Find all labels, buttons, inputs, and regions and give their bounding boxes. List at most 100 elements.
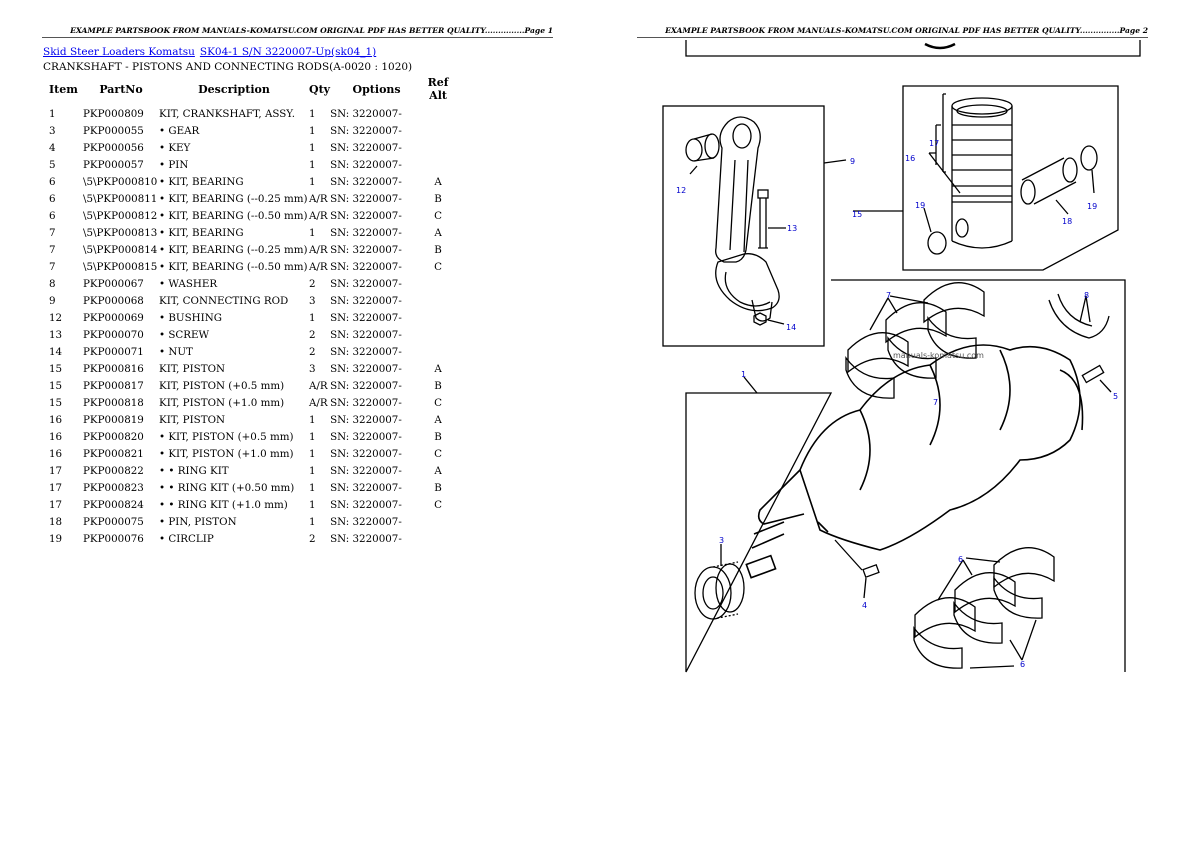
cell-options: SN: 3220007- [330, 448, 402, 460]
cell-description: • KIT, BEARING (--0.50 mm) [159, 261, 308, 273]
cell-ref-alt: A [434, 414, 442, 426]
cell-options: SN: 3220007- [330, 108, 402, 120]
cell-item: 16 [49, 414, 63, 426]
crank-bearing-icon [913, 547, 1055, 669]
cell-partno: PKP000809 [83, 108, 144, 120]
cell-partno: \5\PKP000813 [83, 227, 158, 239]
cell-partno: \5\PKP000811 [83, 193, 158, 205]
cell-partno: PKP000057 [83, 159, 144, 171]
cell-description: • • RING KIT [159, 465, 229, 477]
cell-qty: 1 [309, 516, 316, 528]
cell-partno: PKP000822 [83, 465, 144, 477]
column-header-item: Item [49, 82, 78, 96]
cell-qty: A/R [309, 261, 328, 273]
cell-ref-alt: C [434, 210, 442, 222]
cell-partno: PKP000817 [83, 380, 144, 392]
cell-description: • KIT, BEARING [159, 227, 244, 239]
cell-partno: PKP000070 [83, 329, 144, 341]
cell-options: SN: 3220007- [330, 329, 402, 341]
nut-icon [753, 312, 785, 326]
cell-item: 5 [49, 159, 56, 171]
cell-qty: A/R [309, 193, 328, 205]
cell-options: SN: 3220007- [330, 142, 402, 154]
cell-options: SN: 3220007- [330, 261, 402, 273]
cell-options: SN: 3220007- [330, 397, 402, 409]
cell-ref-alt: B [434, 431, 442, 443]
cell-item: 19 [49, 533, 63, 545]
cell-description: KIT, CONNECTING ROD [159, 295, 289, 307]
cell-options: SN: 3220007- [330, 159, 402, 171]
table-row: 7\5\PKP000814• KIT, BEARING (--0.25 mm)A… [43, 242, 453, 259]
column-header-qty: Qty [309, 82, 331, 96]
cell-qty: 1 [309, 482, 316, 494]
cell-item: 17 [49, 499, 63, 511]
cell-partno: PKP000818 [83, 397, 144, 409]
cell-ref-alt: A [434, 176, 442, 188]
cell-qty: 3 [309, 363, 316, 375]
cell-qty: 1 [309, 465, 316, 477]
cell-ref-alt: A [434, 227, 442, 239]
column-header-description: Description [198, 82, 270, 96]
breadcrumb-link-model[interactable]: SK04-1 S/N 3220007-Up(sk04_1) [199, 46, 377, 58]
cell-item: 1 [49, 108, 56, 120]
callout-9: 9 [850, 157, 855, 166]
callout-12: 12 [676, 186, 686, 195]
cell-item: 14 [49, 346, 63, 358]
callout-1: 1 [741, 370, 746, 379]
column-header-options: Options [352, 82, 401, 96]
cell-item: 7 [49, 261, 56, 273]
top-frame [685, 40, 1141, 57]
crankshaft-icon [745, 344, 1084, 579]
cell-item: 7 [49, 227, 56, 239]
cell-qty: 1 [309, 312, 316, 324]
cell-description: • KIT, BEARING (--0.50 mm) [159, 210, 308, 222]
cell-ref-alt [423, 106, 453, 123]
cell-partno: PKP000821 [83, 448, 144, 460]
cell-partno: PKP000816 [83, 363, 144, 375]
column-header-partno: PartNo [99, 82, 143, 96]
cell-description: • KIT, BEARING (--0.25 mm) [159, 193, 308, 205]
cell-partno: \5\PKP000810 [83, 176, 158, 188]
cell-item: 6 [49, 210, 56, 222]
gear-icon [694, 544, 745, 620]
cell-description: • GEAR [159, 125, 200, 137]
cell-qty: 1 [309, 414, 316, 426]
cell-qty: 1 [309, 125, 316, 137]
cell-qty: 2 [309, 278, 316, 290]
dowel-pin-icon [1081, 364, 1112, 393]
cell-partno: PKP000075 [83, 516, 144, 528]
cell-ref-alt [423, 344, 453, 361]
cell-description: • SCREW [159, 329, 210, 341]
callout-17: 17 [929, 139, 939, 148]
cell-partno: PKP000055 [83, 125, 144, 137]
cell-description: • WASHER [159, 278, 218, 290]
key-icon [834, 539, 880, 599]
cell-qty: 2 [309, 346, 316, 358]
table-header-row: Item PartNo Description Qty Options Ref … [43, 76, 453, 106]
cell-description: • • RING KIT (+0.50 mm) [159, 482, 295, 494]
breadcrumb-link-category[interactable]: Skid Steer Loaders Komatsu [43, 46, 195, 58]
cell-item: 16 [49, 448, 63, 460]
table-row: 6\5\PKP000811• KIT, BEARING (--0.25 mm)A… [43, 191, 453, 208]
callout-8: 8 [1084, 291, 1089, 300]
cell-ref-alt [423, 123, 453, 140]
cell-item: 8 [49, 278, 56, 290]
cell-description: • BUSHING [159, 312, 222, 324]
cell-description: • CIRCLIP [159, 533, 214, 545]
cell-qty: 1 [309, 499, 316, 511]
cell-item: 16 [49, 431, 63, 443]
cell-item: 4 [49, 142, 56, 154]
cell-ref-alt [423, 276, 453, 293]
cell-options: SN: 3220007- [330, 465, 402, 477]
thrust-washer-icon [1048, 293, 1110, 339]
cell-item: 17 [49, 465, 63, 477]
connecting-rod-box [662, 105, 825, 347]
